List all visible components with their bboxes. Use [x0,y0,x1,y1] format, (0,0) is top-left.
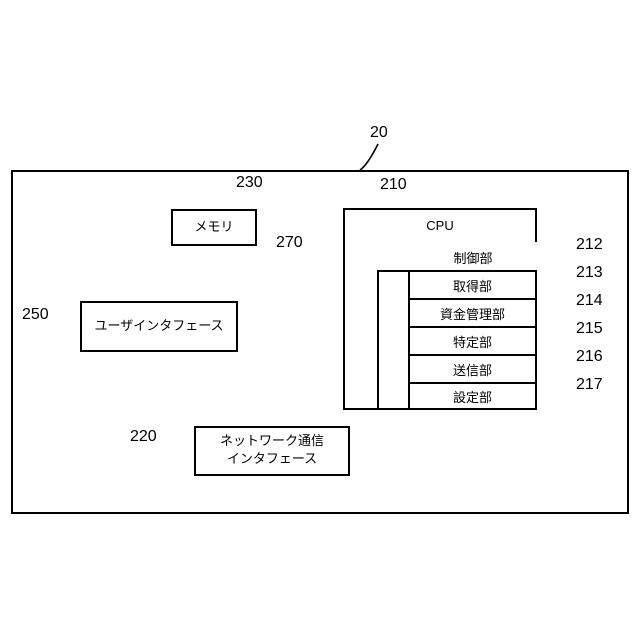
ref-user-interface: 250 [22,306,49,324]
unit-215-label: 特定部 [408,326,537,356]
user-interface-label: ユーザインタフェース [80,301,238,352]
ref-unit-216: 216 [576,348,603,366]
network-interface-label: ネットワーク通信 インタフェース [194,426,350,476]
memory-label: メモリ [171,209,257,246]
ref-unit-212: 212 [576,236,603,254]
network-interface-label-line2: インタフェース [227,451,317,469]
unit-214-label: 資金管理部 [408,298,537,328]
ref-unit-213: 213 [576,264,603,282]
ref-unit-215: 215 [576,320,603,338]
ref-device: 20 [370,124,388,142]
ref-memory: 230 [236,174,263,192]
unit-216-label: 送信部 [408,354,537,384]
leader-device [360,144,378,170]
ref-network-interface: 220 [130,428,157,446]
ref-unit-214: 214 [576,292,603,310]
ref-unit-217: 217 [576,376,603,394]
unit-217-label: 設定部 [408,382,537,410]
ref-cpu: 210 [380,176,407,194]
network-interface-label-line1: ネットワーク通信 [220,433,324,451]
cpu-label: CPU [343,216,537,236]
ref-bus: 270 [276,234,303,252]
unit-213-label: 取得部 [408,270,537,300]
unit-212-label: 制御部 [409,242,537,272]
